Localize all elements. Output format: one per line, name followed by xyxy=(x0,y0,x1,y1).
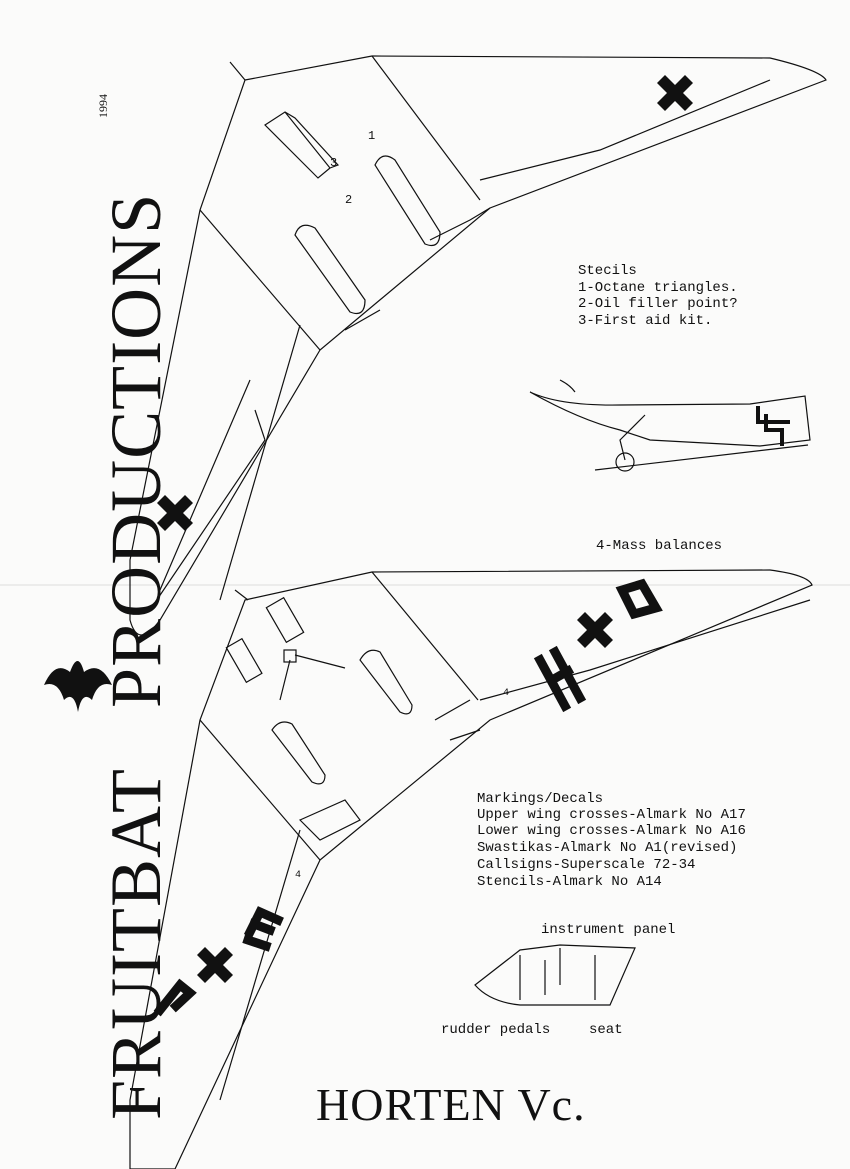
paper-fold-line xyxy=(0,584,850,586)
letter-p xyxy=(153,978,197,1017)
balkenkreuz-markings xyxy=(44,75,693,983)
tank-3 xyxy=(271,721,326,785)
callsign-letters xyxy=(153,578,663,1017)
markings-heading: Markings/Decals xyxy=(477,791,604,807)
letter-e xyxy=(242,906,284,952)
marking-item-5: Stencils-Almark No A14 xyxy=(477,874,662,890)
cross-upper-right xyxy=(657,75,693,111)
page-title: HORTEN Vc. xyxy=(316,1079,586,1130)
brand-text-left: FRUITBAT xyxy=(96,767,176,1120)
letter-h xyxy=(533,645,587,713)
lower-wing-outline xyxy=(129,569,813,1169)
tank-2 xyxy=(374,155,441,247)
marking-item-2: Lower wing crosses-Almark No A16 xyxy=(477,823,746,839)
marking-item-4: Callsigns-Superscale 72-34 xyxy=(477,857,696,873)
label-rudder-pedals: rudder pedals xyxy=(441,1022,551,1038)
stencil-item-3: 3-First aid kit. xyxy=(578,313,713,329)
marking-item-1: Upper wing crosses-Almark No A17 xyxy=(477,807,746,823)
brand-text-right: PRODUCTIONS xyxy=(96,192,176,708)
tank-4 xyxy=(359,649,413,715)
cross-lower-left xyxy=(197,947,233,983)
brand-year: 1994 xyxy=(96,94,110,118)
cross-lower-right xyxy=(577,612,613,648)
label-mass-4b: 4 xyxy=(295,870,302,881)
marking-item-3: Swastikas-Almark No A1(revised) xyxy=(477,840,738,856)
label-instrument-panel: instrument panel xyxy=(541,922,676,938)
stencil-item-2: 2-Oil filler point? xyxy=(578,296,738,312)
tail-swastika xyxy=(756,406,790,446)
letter-o xyxy=(615,578,663,620)
tank-1 xyxy=(294,224,366,315)
label-octane-1: 1 xyxy=(368,129,376,143)
label-oil-2: 2 xyxy=(345,193,353,207)
mass-balances-note: 4-Mass balances xyxy=(596,538,723,554)
cockpit-section xyxy=(474,944,636,1006)
stencils-heading: Stecils xyxy=(578,263,637,279)
label-seat: seat xyxy=(589,1022,623,1038)
side-profile xyxy=(529,391,811,447)
cross-upper-left xyxy=(157,495,193,531)
label-firstaid-3: 3 xyxy=(330,156,338,170)
brand-title: FRUITBAT PRODUCTIONS xyxy=(96,193,176,1120)
label-mass-4a: 4 xyxy=(503,688,510,699)
stencil-item-1: 1-Octane triangles. xyxy=(578,280,738,296)
bat-logo xyxy=(44,661,112,712)
first-aid-kit xyxy=(264,111,340,179)
